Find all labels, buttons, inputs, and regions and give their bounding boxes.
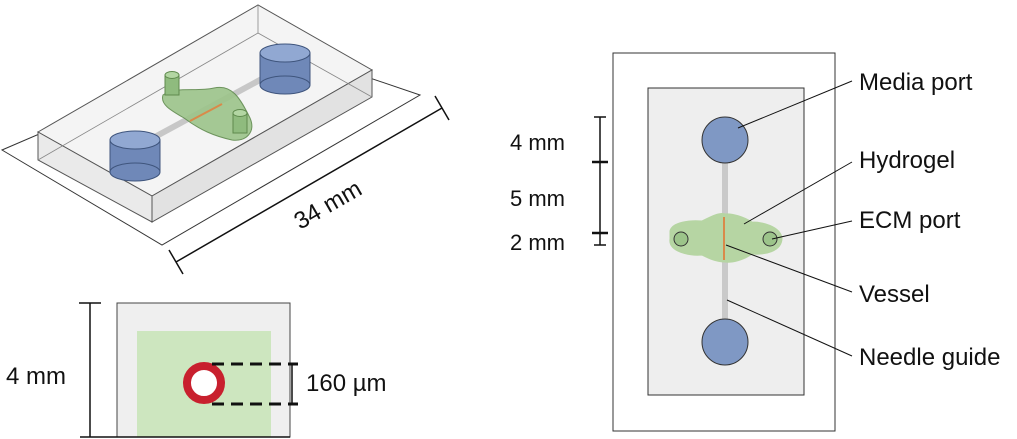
media-port-iso-left — [109, 130, 161, 182]
length-dimension-label: 34 mm — [290, 175, 367, 235]
callout-leaders — [725, 80, 853, 357]
dimension-label-5mm: 5 mm — [510, 186, 565, 211]
callout-needle-guide: Needle guide — [859, 344, 1000, 371]
leader-ecm-port — [771, 220, 853, 240]
hydrogel-region — [669, 213, 783, 263]
callout-ecm-port: ECM port — [859, 207, 961, 234]
ecm-port-left — [673, 231, 689, 247]
diameter-dimension-label: 160 µm — [306, 370, 387, 397]
callout-hydrogel: Hydrogel — [859, 147, 955, 174]
media-port-bottom — [701, 318, 749, 366]
dimension-label-2mm: 2 mm — [510, 230, 565, 255]
leader-vessel — [725, 244, 853, 293]
diameter-dimension — [212, 362, 298, 406]
callout-vessel: Vessel — [859, 281, 930, 308]
height-dimension-label: 4 mm — [6, 363, 66, 390]
media-port-iso-right — [259, 43, 311, 95]
hydrogel-chamber-iso — [161, 86, 253, 141]
ecm-port-right — [762, 231, 778, 247]
media-port-top — [701, 116, 749, 164]
vertical-dimension-bar — [592, 116, 608, 246]
callout-media-port: Media port — [859, 69, 973, 96]
vessel-ring — [183, 362, 225, 404]
leader-hydrogel — [743, 161, 853, 225]
isometric-chip-view: 34 mm — [0, 4, 450, 275]
height-dimension — [79, 302, 101, 437]
ecm-port-iso-2 — [232, 109, 248, 134]
leader-needle-guide — [726, 299, 853, 357]
length-dimension — [168, 95, 450, 275]
leader-media-port — [737, 80, 853, 129]
dimension-label-4mm: 4 mm — [510, 130, 565, 155]
top-view: 4 mm 5 mm 2 mm Media port Hydrogel ECM p… — [510, 52, 1000, 432]
cross-section-view: 4 mm 160 µm — [6, 302, 387, 438]
ecm-port-iso-1 — [164, 71, 180, 96]
vessel-iso — [189, 103, 223, 122]
